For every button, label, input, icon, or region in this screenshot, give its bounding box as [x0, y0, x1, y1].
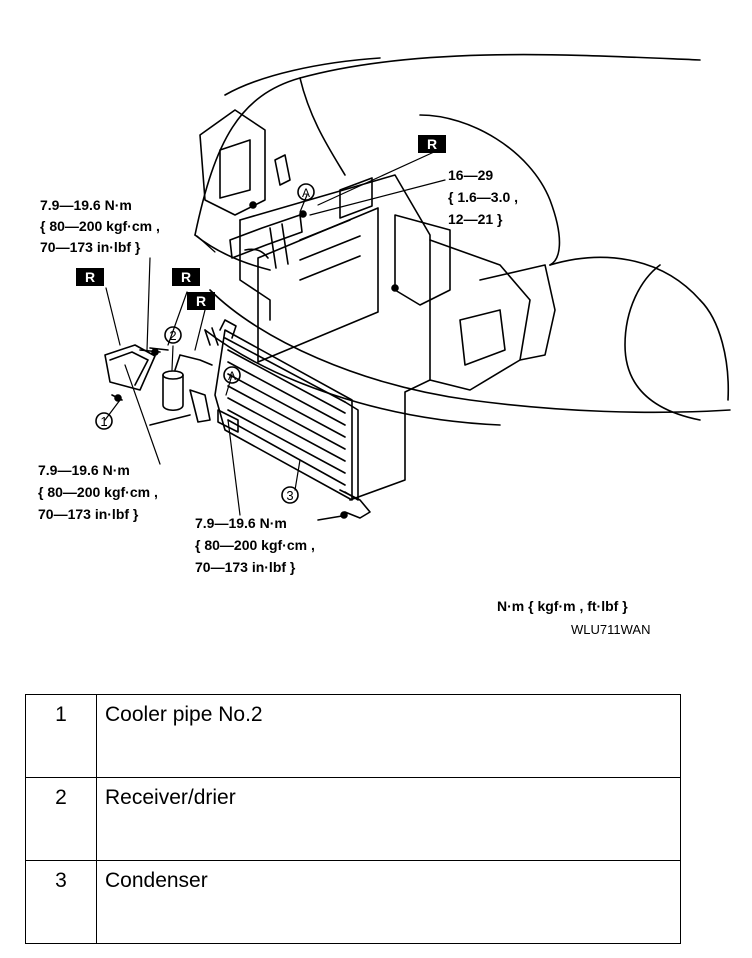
replace-badge-upper: R: [418, 135, 446, 153]
receiver-drier: [149, 354, 213, 426]
cooler-pipe-no2: [104, 344, 169, 402]
torque-value: 7.9—19.6 N·m: [40, 197, 132, 213]
part-name: Receiver/drier: [96, 777, 681, 861]
part-name: Condenser: [96, 860, 681, 944]
torque-kgf: { 80—200 kgf·cm ,: [195, 537, 315, 553]
callout-3: 3: [281, 486, 299, 504]
connection-mark-upper: A: [297, 183, 315, 201]
callout-2: 2: [164, 326, 182, 344]
parts-table: 1 Cooler pipe No.2 2 Receiver/drier 3 Co…: [25, 694, 681, 944]
radiator-core-support: [199, 109, 556, 501]
callout-1-label: 1: [100, 414, 107, 429]
callout-1: 1: [95, 412, 113, 430]
table-row: 1 Cooler pipe No.2: [25, 694, 681, 778]
part-number: 1: [25, 694, 97, 778]
torque-kgf: { 80—200 kgf·cm ,: [38, 484, 158, 500]
callout-3-label: 3: [286, 488, 293, 503]
torque-inlbf: 70—173 in·lbf }: [195, 559, 296, 575]
torque-value: 16—29: [448, 167, 494, 183]
torque-inlbf: 70—173 in·lbf }: [40, 239, 141, 255]
torque-kgf: { 80—200 kgf·cm ,: [40, 218, 160, 234]
connection-mark-lower-label: A: [228, 369, 236, 383]
condenser-exploded-view: 1 2 3 A A: [95, 53, 731, 521]
part-number: 2: [25, 777, 97, 861]
figure-code: WLU711WAN: [571, 622, 651, 637]
table-row: 2 Receiver/drier: [25, 777, 681, 861]
replace-badge-middle: R: [172, 268, 200, 286]
table-row: 3 Condenser: [25, 860, 681, 944]
upper-cooler-pipe: [229, 214, 303, 269]
replace-badge-left: R: [76, 268, 104, 286]
vehicle-front-body: [194, 53, 731, 426]
callout-2-label: 2: [169, 328, 176, 343]
torque-value: 7.9—19.6 N·m: [38, 462, 130, 478]
torque-kgf: { 1.6—3.0 ,: [448, 189, 519, 205]
part-number: 3: [25, 860, 97, 944]
part-name: Cooler pipe No.2: [96, 694, 681, 778]
condenser: [204, 319, 371, 521]
units-legend: N·m { kgf·m , ft·lbf }: [497, 598, 628, 614]
replace-badge-lower: R: [187, 292, 215, 310]
torque-value: 7.9—19.6 N·m: [195, 515, 287, 531]
torque-inlbf: 70—173 in·lbf }: [38, 506, 139, 522]
torque-ftlbf: 12—21 }: [448, 211, 503, 227]
connection-mark-upper-label: A: [302, 186, 310, 200]
connection-mark-lower: A: [223, 366, 241, 384]
leader-lines: [104, 151, 446, 516]
